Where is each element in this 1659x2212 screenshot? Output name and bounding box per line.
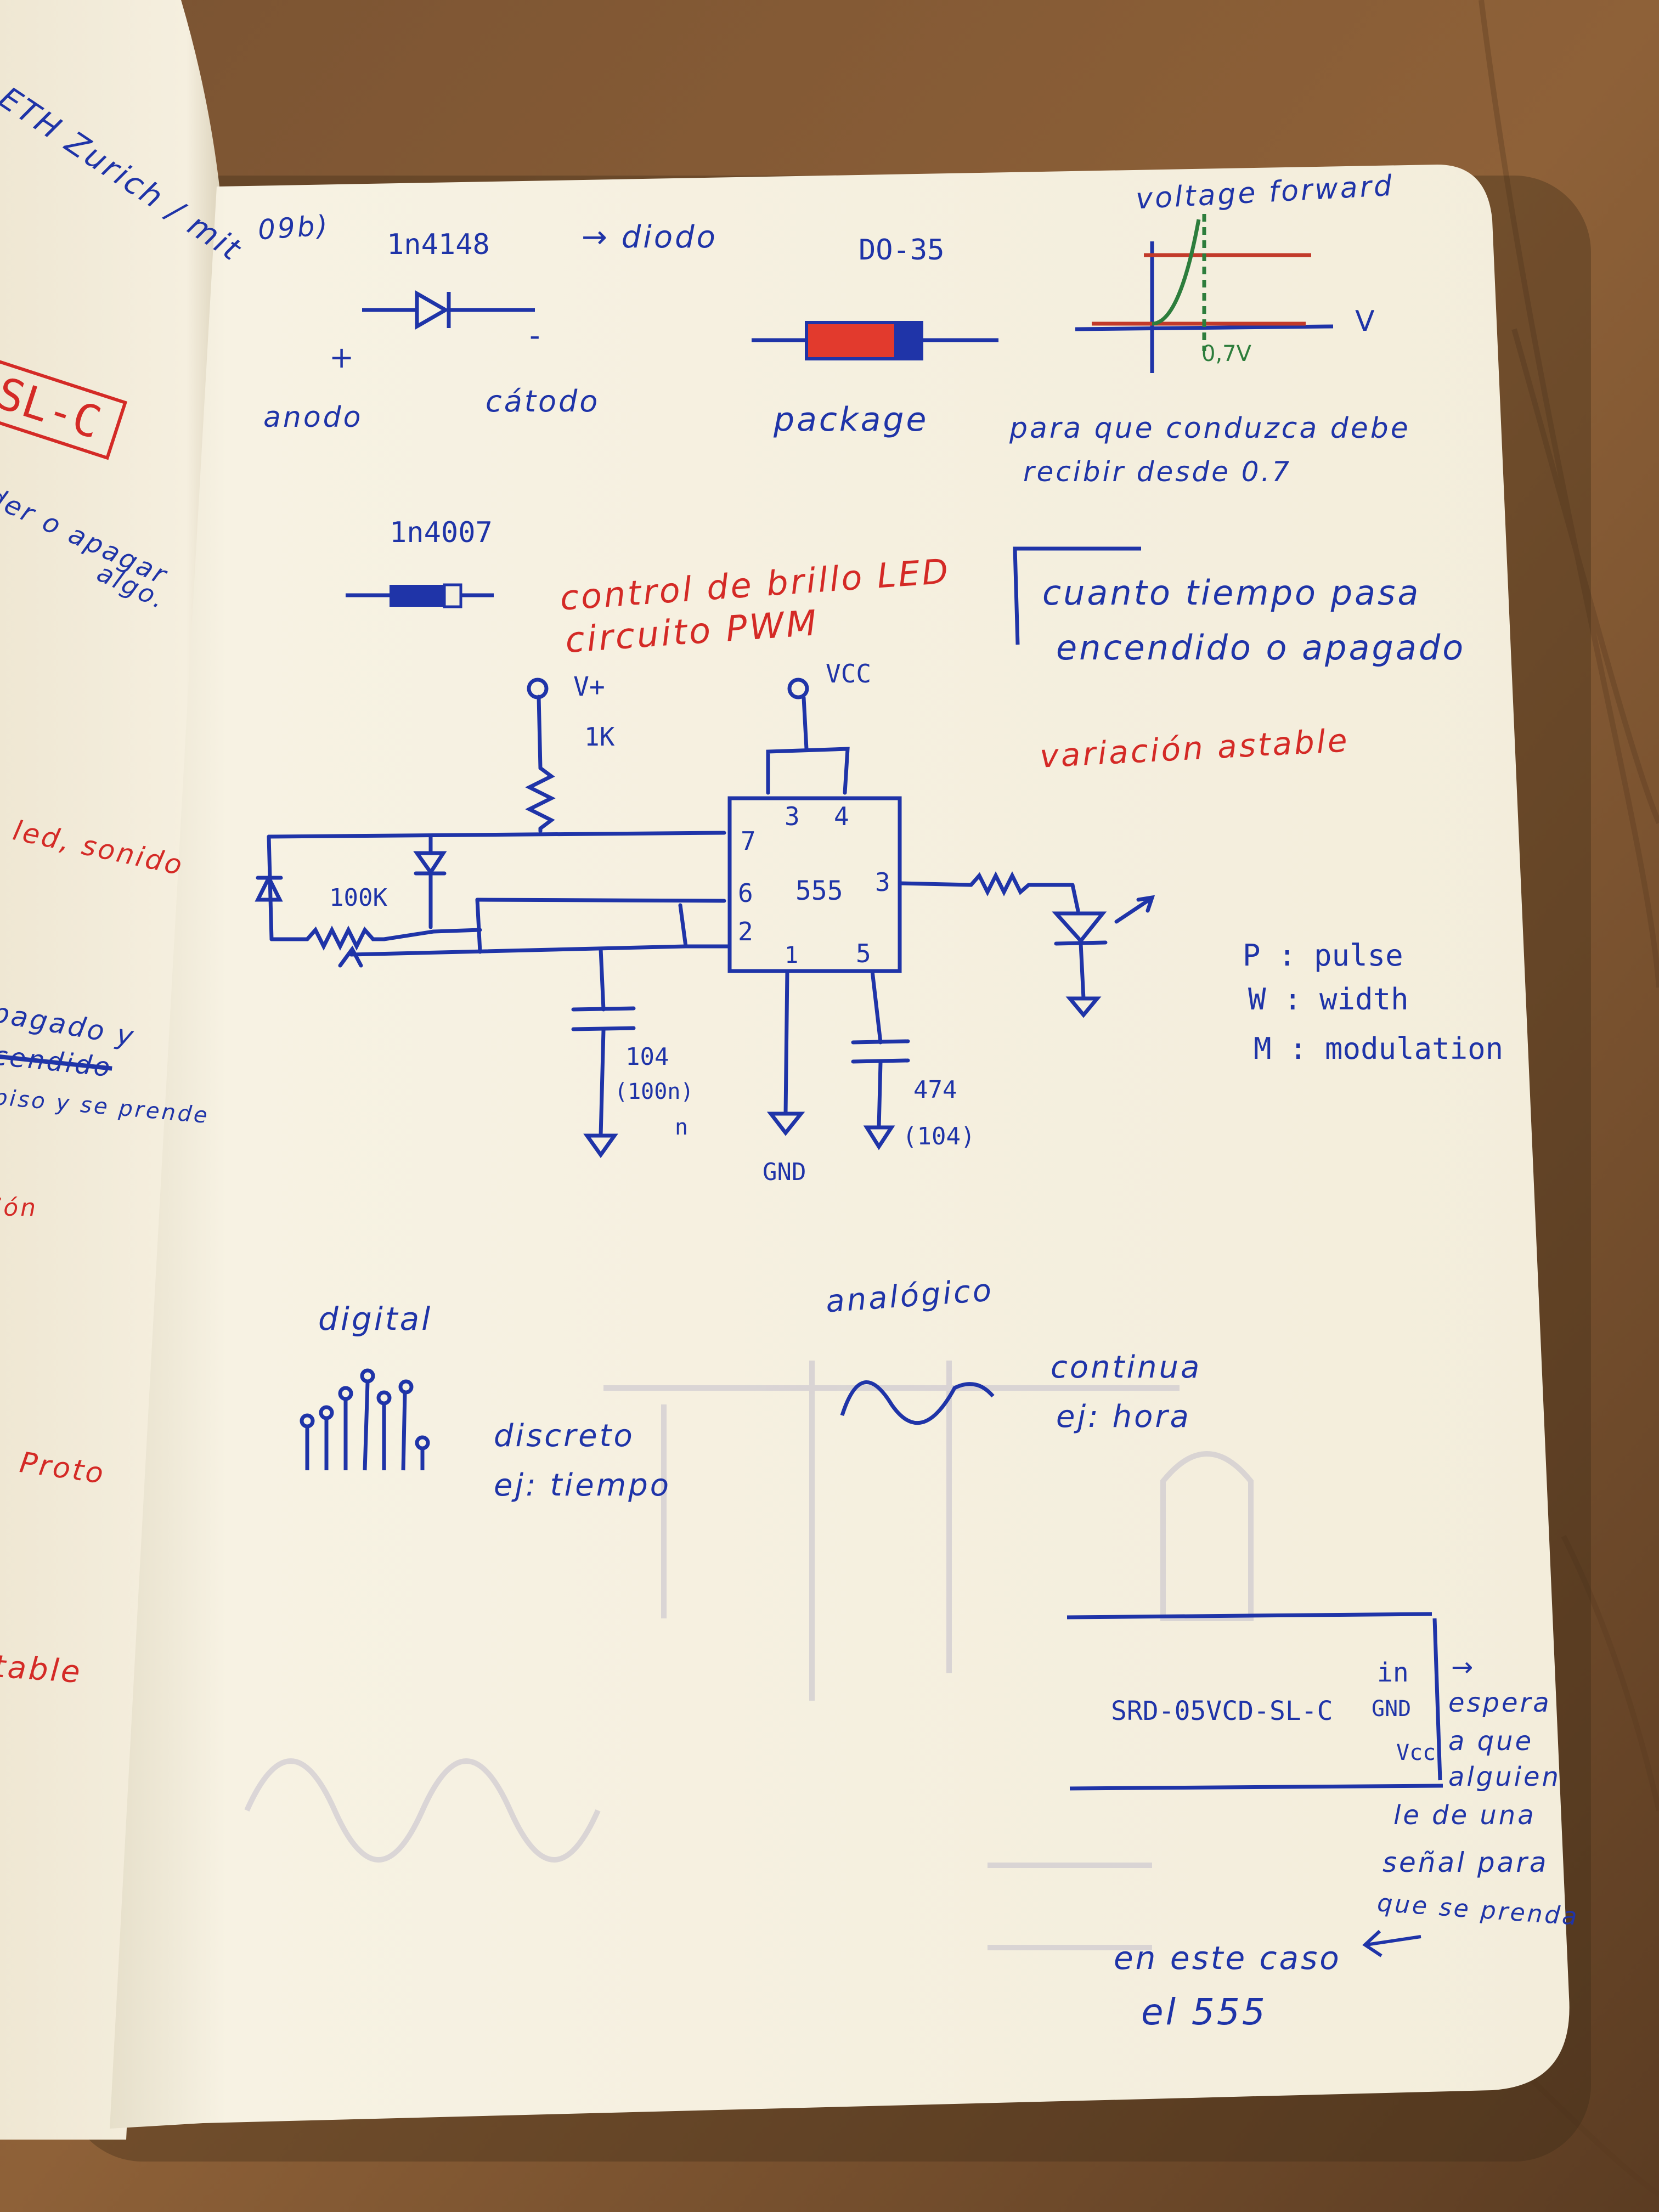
package-label: package <box>774 400 929 439</box>
relay-vcc-label: Vcc <box>1396 1740 1436 1765</box>
chip-555-label: 555 <box>795 876 843 906</box>
relay-arrow <box>1362 1929 1421 1957</box>
forward-voltage-graph <box>1075 214 1334 373</box>
v07-label: 0,7V <box>1201 341 1251 366</box>
relay-in-label: in <box>1377 1657 1409 1688</box>
gnd-label: GND <box>763 1158 806 1186</box>
espera-note-3: alguien <box>1448 1762 1561 1792</box>
pin3-top-label: 3 <box>785 802 800 831</box>
minus-sign: - <box>529 318 540 353</box>
espera-note-1: espera <box>1448 1688 1551 1718</box>
diode-1n4007-label: 1n4007 <box>390 516 493 549</box>
espera-note-2: a que <box>1448 1726 1534 1757</box>
r1k-label: 1K <box>584 722 615 752</box>
pin5-label: 5 <box>856 939 871 968</box>
do35-label: DO-35 <box>859 234 945 267</box>
p-pulse-label: P : pulse <box>1243 938 1403 973</box>
relay-output-arrow: → <box>1451 1652 1474 1683</box>
right-page <box>110 165 1570 2129</box>
digital-label: digital <box>318 1300 433 1338</box>
1n4007-drawing <box>346 583 494 608</box>
m-modulation-label: M : modulation <box>1254 1031 1504 1066</box>
conduct-line1: para que conduzca debe <box>1009 412 1410 445</box>
diodo-label: → diodo <box>582 219 718 255</box>
diode-symbol <box>362 290 535 330</box>
pwm-circuit <box>255 678 1155 1159</box>
pin3-label: 3 <box>875 867 890 897</box>
catodo-label: cátodo <box>486 384 600 419</box>
espera-note-5: señal para <box>1383 1847 1549 1878</box>
anodo-label: anodo <box>263 401 363 434</box>
hora-label: ej: hora <box>1056 1399 1191 1435</box>
continua-label: continua <box>1051 1350 1202 1385</box>
conduct-line2: recibir desde 0.7 <box>1023 456 1292 488</box>
relay-box <box>1066 1612 1443 1791</box>
cap104-label: 104 <box>625 1043 669 1071</box>
cap474-label: 474 <box>913 1076 957 1104</box>
left-line-9: table <box>0 1649 83 1691</box>
do35-package-drawing <box>752 321 998 360</box>
analog-wave-drawing <box>840 1380 995 1425</box>
este-caso-line1: en este caso <box>1114 1939 1341 1977</box>
tiempo-label: ej: tiempo <box>494 1468 672 1503</box>
w-width-label: W : width <box>1248 982 1409 1017</box>
time-note-line2: encendido o apagado <box>1056 628 1466 668</box>
time-note-line1: cuanto tiempo pasa <box>1042 573 1421 613</box>
capn-label: n <box>675 1115 689 1140</box>
diode-1n4148-label: 1n4148 <box>387 228 490 261</box>
bracket <box>1013 546 1141 645</box>
vplus-label: V+ <box>573 672 605 702</box>
pin6-label: 6 <box>738 878 753 908</box>
pin4-label: 4 <box>834 802 849 831</box>
ink-showthrough <box>244 1361 1254 1950</box>
cap100n-label: (100n) <box>614 1079 694 1104</box>
relay-model-label: SRD-05VCD-SL-C <box>1111 1696 1333 1726</box>
plus-sign: + <box>329 340 354 375</box>
vcc-label: VCC <box>826 659 872 689</box>
left-line-7: ión <box>0 1194 38 1222</box>
left-page <box>0 0 219 2140</box>
date-tag: 09b) <box>257 209 331 246</box>
relay-gnd-label: GND <box>1372 1696 1412 1722</box>
espera-note-4: le de una <box>1393 1800 1536 1831</box>
r100k-label: 100K <box>329 884 387 912</box>
pin1-label: 1 <box>785 941 799 968</box>
axis-v-label: V <box>1355 305 1375 338</box>
este-caso-line2: el 555 <box>1141 1991 1267 2033</box>
pin7-label: 7 <box>741 826 756 856</box>
pin2-label: 2 <box>738 917 753 946</box>
cap104b-label: (104) <box>902 1122 975 1150</box>
digital-samples-drawing <box>300 1368 430 1471</box>
discreto-label: discreto <box>494 1418 635 1454</box>
